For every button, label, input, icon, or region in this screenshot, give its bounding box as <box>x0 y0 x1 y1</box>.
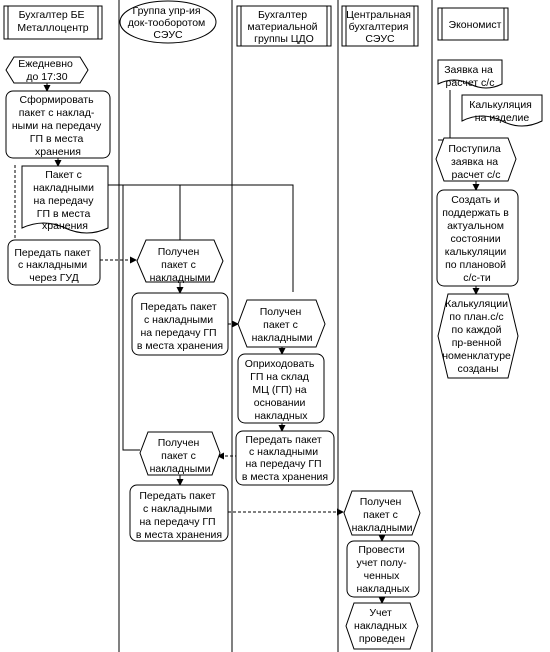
svg-text:Пакет с накладными: Пакет с накладными на передачу ГП в мест… <box>33 169 97 232</box>
svg-text:Калькуляции по план.с/с: Калькуляции по план.с/с по каждой пр-вен… <box>442 298 514 375</box>
event-package-received-1: Получен пакет с накладными <box>136 239 224 284</box>
swimlane-grid <box>118 0 433 652</box>
event-package-received-4: Получен пакет с накладными <box>343 490 421 536</box>
svg-text:Заявка на расчет с/с: Заявка на расчет с/с <box>444 64 496 89</box>
svg-text:Создать и поддержать в: Создать и поддержать в актуальном состоя… <box>442 194 512 284</box>
function-account-invoices: Провести учет полу- ченных накладных <box>346 540 420 598</box>
document-package: Пакет с накладными на передачу ГП в мест… <box>21 165 109 234</box>
function-transfer-package-1: Передать пакет с накладными на передачу … <box>131 292 229 356</box>
svg-text:Учет накладных про: Учет накладных проведен <box>354 607 410 645</box>
event-package-received-3: Получен пакет с накладными <box>237 299 326 348</box>
svg-text:Получен пакет с на: Получен пакет с накладными <box>150 246 211 284</box>
document-calc-request: Заявка на расчет с/с <box>437 59 503 89</box>
svg-text:Получен пакет с на: Получен пакет с накладными <box>252 306 313 344</box>
event-daily-deadline: Ежедневно до 17:30 <box>5 56 89 84</box>
svg-text:Провести учет полу-: Провести учет полу- ченных накладных <box>356 544 410 595</box>
svg-text:Оприходовать ГП на склад: Оприходовать ГП на склад МЦ (ГП) на осно… <box>245 358 318 422</box>
event-request-received: Поступила заявка на расчет с/с <box>435 137 517 182</box>
event-calculations-created: Калькуляции по план.с/с по каждой пр-вен… <box>437 293 519 379</box>
svg-text:Поступила заявка на: Поступила заявка на расчет с/с <box>448 143 503 181</box>
svg-text:Передать пакет с накладн: Передать пакет с накладными на передачу … <box>136 490 222 541</box>
lane-header-central-accounting: Центральная бухгалтерия СЭУС <box>341 5 419 47</box>
event-invoices-accounted: Учет накладных проведен <box>345 602 419 650</box>
lane-title: Бухгалтер материальной группы ЦДО <box>248 9 321 45</box>
lane-header-economist: Экономист <box>437 7 509 41</box>
svg-text:Передать пакет с накладн: Передать пакет с накладными через ГУД <box>14 247 93 284</box>
svg-text:Калькуляция на изделие: Калькуляция на изделие <box>469 99 535 124</box>
lane-title: Центральная бухгалтерия СЭУС <box>346 9 414 45</box>
svg-text:Получен пакет с на: Получен пакет с накладными <box>150 437 211 475</box>
function-transfer-package-3: Передать пакет с накладными на передачу … <box>235 430 335 486</box>
svg-text:Сформировать пакет с нак: Сформировать пакет с наклад- ными на пер… <box>12 94 104 158</box>
lane-header-accountant-cdo: Бухгалтер материальной группы ЦДО <box>236 5 332 47</box>
function-transfer-package-2: Передать пакет с накладными на передачу … <box>129 484 229 542</box>
lane-title: Бухгалтер БЕ Металлоцентр <box>17 9 88 34</box>
svg-text:Передать пакет с накладн: Передать пакет с накладными на передачу … <box>137 301 223 352</box>
function-send-via-gud: Передать пакет с накладными через ГУД <box>7 239 101 286</box>
svg-text:Ежедневно до 17:30: Ежедневно до 17:30 <box>18 58 76 83</box>
function-maintain-calculations: Создать и поддержать в актуальном состоя… <box>436 189 519 287</box>
document-item-calculation: Калькуляция на изделие <box>461 94 543 127</box>
function-form-package: Сформировать пакет с наклад- ными на пер… <box>5 90 111 159</box>
lane-title: Группа упр-ия док-тооборотом СЭУС <box>128 5 208 41</box>
svg-text:Получен пакет с на: Получен пакет с накладными <box>352 496 413 534</box>
lane-header-accountant-metal: Бухгалтер БЕ Металлоцентр <box>3 5 103 40</box>
svg-text:Передать пакет с накладн: Передать пакет с накладными на передачу … <box>242 434 328 483</box>
lane-header-docflow-group: Группа упр-ия док-тооборотом СЭУС <box>119 0 217 44</box>
function-post-to-warehouse: Оприходовать ГП на склад МЦ (ГП) на осно… <box>237 353 325 424</box>
event-package-received-2: Получен пакет с накладными <box>139 431 221 476</box>
lane-title: Экономист <box>449 19 502 31</box>
